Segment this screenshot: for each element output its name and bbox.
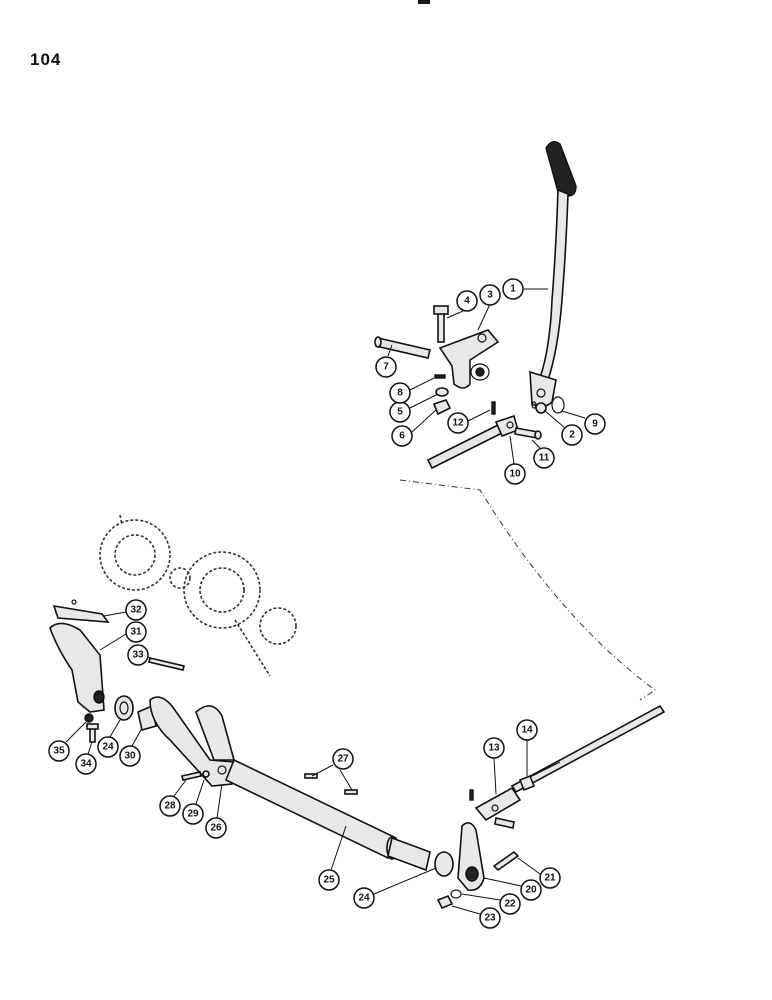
callout-29: 29 [182,779,205,825]
bracket-bolt-part [433,305,449,343]
callout-34: 34 [75,741,97,775]
svg-text:10: 10 [509,469,521,480]
svg-text:4: 4 [464,296,470,307]
svg-text:35: 35 [53,746,65,757]
fork-plate-part [52,599,110,623]
svg-text:33: 33 [132,650,144,661]
cotter-pin-part [491,401,496,415]
callout-23: 23 [451,905,501,929]
svg-text:28: 28 [164,801,176,812]
svg-text:5: 5 [397,407,403,418]
callout-22: 22 [461,893,521,915]
set-screw-part [86,723,99,743]
callout-31: 31 [99,621,147,651]
svg-text:7: 7 [383,362,389,373]
gear-ghost-part [99,514,297,677]
shifter-shaft-part [224,758,431,872]
callout-24-a: 24 [97,719,121,758]
svg-text:11: 11 [539,453,550,464]
callout-30: 30 [119,727,143,767]
svg-text:29: 29 [187,809,199,820]
svg-text:22: 22 [504,899,516,910]
clevis-pin-part [514,427,542,440]
callout-25: 25 [318,825,347,891]
svg-text:25: 25 [323,875,335,886]
nut-part [432,399,452,416]
svg-text:8: 8 [397,388,403,399]
svg-text:23: 23 [484,913,496,924]
callout-1: 1 [502,278,548,300]
shift-rod-part [510,704,666,794]
svg-text:14: 14 [521,725,533,736]
callout-8: 8 [389,377,435,404]
callout-11: 11 [531,439,555,469]
lever-bracket-part [438,329,500,389]
callout-9: 9 [561,410,606,435]
callout-28: 28 [159,779,187,817]
svg-text:34: 34 [80,759,92,770]
callout-4: 4 [446,290,478,319]
callout-26: 26 [205,783,227,839]
svg-text:30: 30 [124,751,136,762]
rod-clevis-part [474,786,522,822]
yoke-washer-part [202,770,210,778]
lever-washer-part [531,401,547,414]
callout-35: 35 [48,721,87,762]
callout-10: 10 [504,435,526,485]
fork-pin-part [148,657,185,671]
svg-text:24: 24 [358,893,370,904]
callout-21: 21 [517,857,561,889]
svg-text:12: 12 [452,418,464,429]
svg-text:31: 31 [130,627,142,638]
clevis-rod-part [426,414,519,470]
shift-lever-part [529,141,577,408]
arm-washer-part [450,889,462,899]
page-number: 104 [30,50,62,69]
pivot-pin-part [374,336,431,359]
callout-13: 13 [483,737,505,795]
svg-text:6: 6 [399,431,405,442]
shaft-seal-part [434,851,454,877]
svg-text:26: 26 [210,823,222,834]
shift-arm-part [457,822,485,892]
washer-part [435,387,449,397]
page-top-mark [418,0,430,4]
svg-text:1: 1 [510,284,516,295]
yoke-bolt-part [181,771,202,781]
shaft-key-part [304,773,358,795]
svg-text:21: 21 [544,873,556,884]
small-pin-part [434,374,446,379]
svg-text:9: 9 [592,419,598,430]
svg-text:3: 3 [487,290,493,301]
callout-7: 7 [375,344,397,378]
callout-6: 6 [391,409,437,447]
arm-bolt-part [492,850,520,872]
callout-32: 32 [103,599,147,621]
callout-12: 12 [447,409,491,434]
callout-3: 3 [477,284,501,331]
svg-text:13: 13 [488,743,500,754]
shift-fork-part [49,622,105,713]
svg-text:20: 20 [525,885,537,896]
callout-2: 2 [543,409,583,446]
rod-pin-part [494,817,515,829]
callout-14: 14 [516,719,538,776]
callout-20: 20 [483,877,542,901]
svg-text:32: 32 [130,605,142,616]
rod-nut-part [518,774,536,792]
svg-text:2: 2 [569,430,575,441]
arm-nut-part [436,894,454,910]
bushing-part [114,695,134,721]
svg-text:24: 24 [102,742,114,753]
retaining-ring-part [551,396,565,414]
rod-cotter-part [469,789,474,801]
svg-text:27: 27 [337,754,349,765]
callout-27: 27 [311,748,354,791]
shifter-fork-yoke-part [149,696,236,787]
callout-24-b: 24 [353,867,437,909]
callout-33: 33 [127,644,153,666]
lock-nut-part [84,713,94,723]
